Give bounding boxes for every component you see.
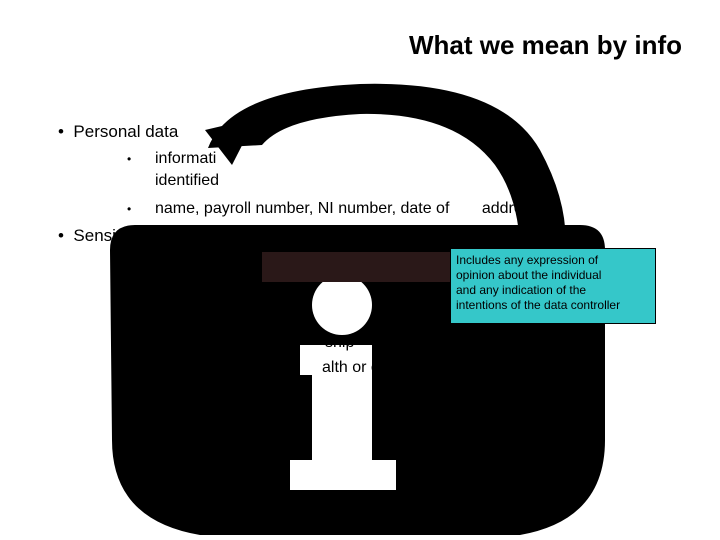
text-fragment: elating to a living individual who	[242, 150, 471, 167]
bullet: •	[127, 336, 132, 350]
sensitive-item-6: s	[155, 384, 163, 401]
callout-line: opinion about the individual	[456, 268, 602, 282]
bullet: •	[127, 202, 132, 216]
callout-line: intentions of the data controller	[456, 298, 621, 312]
image-strip	[262, 252, 452, 282]
bullet: •	[127, 412, 132, 426]
bullet: •	[127, 310, 132, 324]
sensitive-item-7-end: e (or	[522, 410, 555, 427]
bullet: •	[127, 152, 132, 166]
bullet: •	[127, 259, 132, 273]
callout-line: and any indication of the	[456, 283, 587, 297]
shackle-arc	[208, 83, 566, 255]
bullet: •	[127, 361, 132, 375]
slide-title: What we mean by info	[408, 30, 682, 60]
text-fragment: address	[481, 200, 539, 217]
text-fragment: e	[500, 150, 510, 167]
sensitive-heading: Sensitiv	[73, 226, 133, 245]
info-stem	[290, 345, 396, 490]
sensitive-item-8: proceedi	[155, 432, 217, 449]
personal-data-heading: Personal data	[73, 122, 179, 141]
shackle-arrowhead	[205, 118, 256, 165]
personal-item-2: name, payroll number, NI number, date of…	[155, 200, 539, 218]
text-fragment: informati	[155, 150, 217, 167]
personal-item-1: informati elating to a living individual …	[155, 150, 510, 168]
callout-box: Includes any expression of opinion about…	[450, 248, 656, 324]
bullet: •	[127, 283, 132, 297]
heading-personal-data: • Personal data	[58, 122, 178, 142]
bullet-l1: •	[58, 226, 64, 245]
bullet: •	[127, 386, 132, 400]
personal-item-1-cont: identified	[155, 172, 220, 189]
sensitive-item-5: alth or co	[322, 359, 388, 376]
sensitive-item-4: ship	[325, 334, 355, 351]
info-dot	[312, 275, 372, 335]
callout-line: Includes any expression of	[456, 253, 599, 267]
sensitive-item-7: com	[155, 410, 186, 427]
bullet-l1: •	[58, 122, 64, 141]
text-fragment: name, payroll number, NI number, date of	[155, 200, 454, 217]
heading-sensitive: • Sensitiv	[58, 226, 133, 246]
